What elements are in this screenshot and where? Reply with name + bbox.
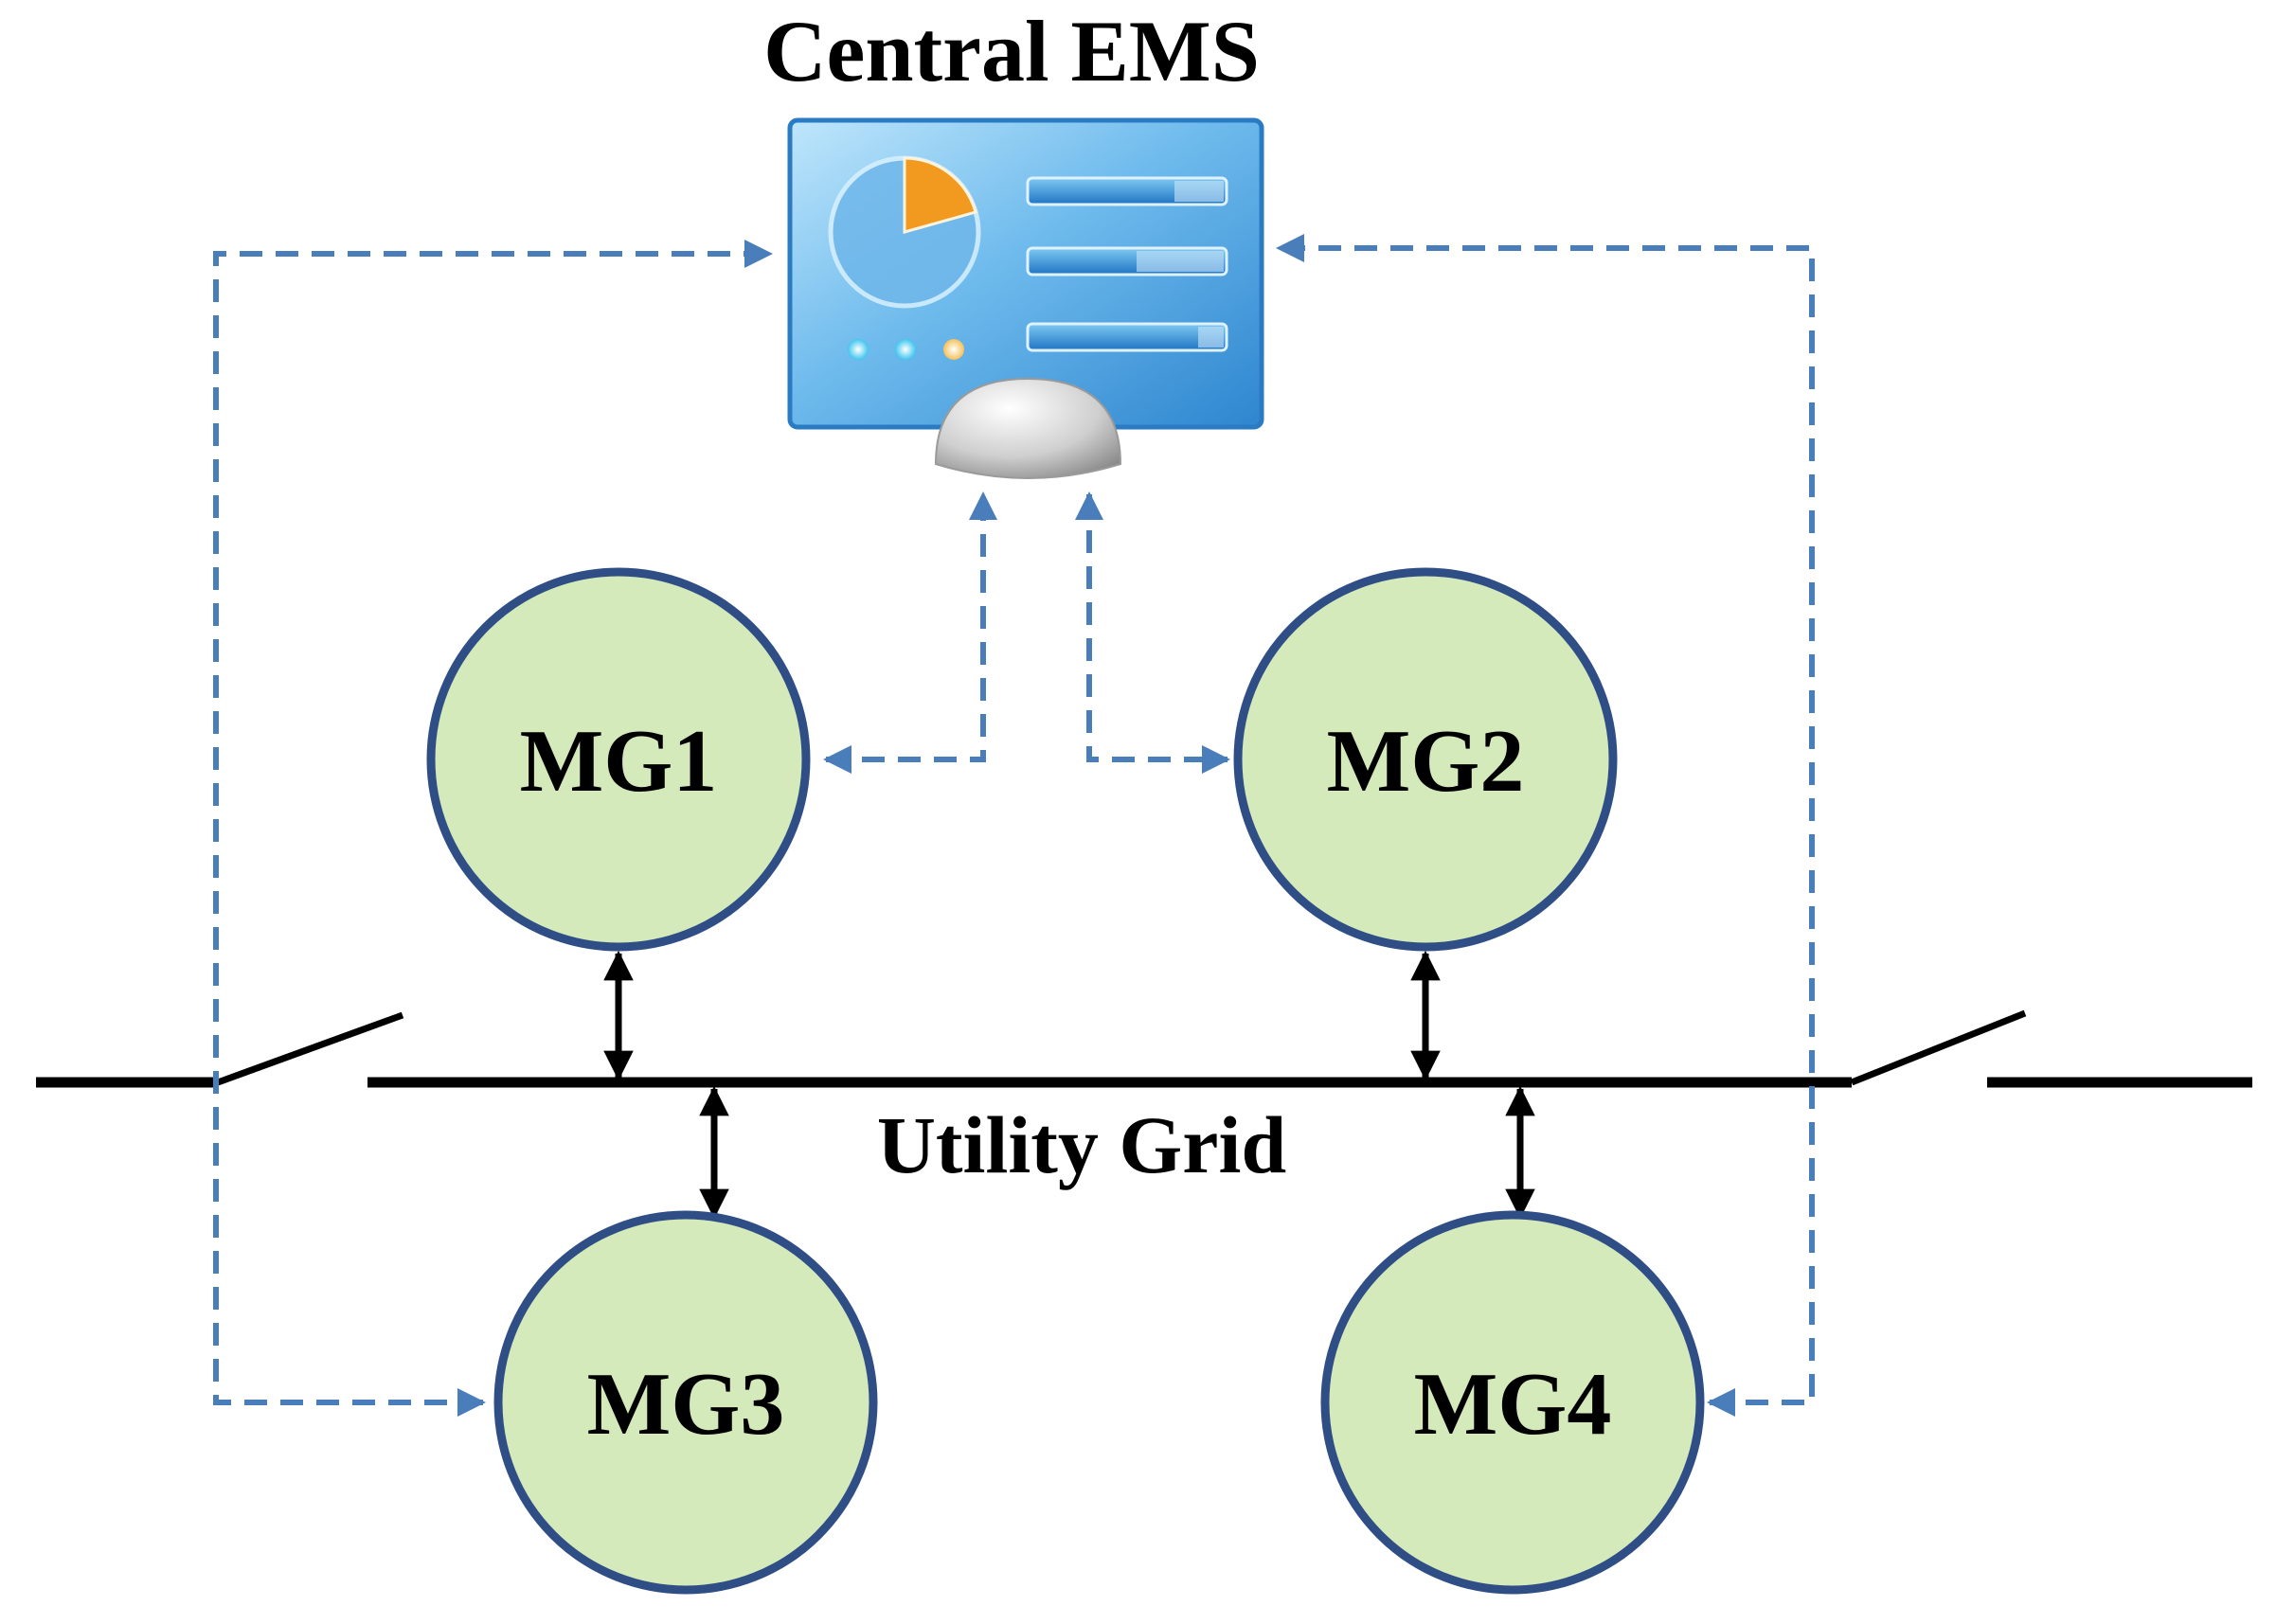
monitor-dashboard-icon xyxy=(787,117,1264,479)
utility-grid-label: Utility Grid xyxy=(877,1099,1286,1190)
node-mg3: MG3 xyxy=(493,1210,878,1595)
communication-links xyxy=(213,234,1815,1417)
comm-link-mg4 xyxy=(1276,234,1815,1417)
node-mg2-label: MG2 xyxy=(1327,712,1525,811)
title-label: Central EMS xyxy=(763,3,1260,99)
switch-open-icon xyxy=(216,1009,2027,1086)
node-mg1-label: MG1 xyxy=(520,712,718,811)
node-mg4: MG4 xyxy=(1320,1210,1705,1595)
node-mg1: MG1 xyxy=(426,567,811,952)
comm-link-mg1 xyxy=(823,491,997,774)
node-mg3-label: MG3 xyxy=(587,1355,785,1454)
comm-link-mg3 xyxy=(213,240,773,1417)
comm-link-mg2 xyxy=(1075,491,1230,774)
node-mg4-label: MG4 xyxy=(1414,1355,1612,1454)
node-mg2: MG2 xyxy=(1233,567,1618,952)
